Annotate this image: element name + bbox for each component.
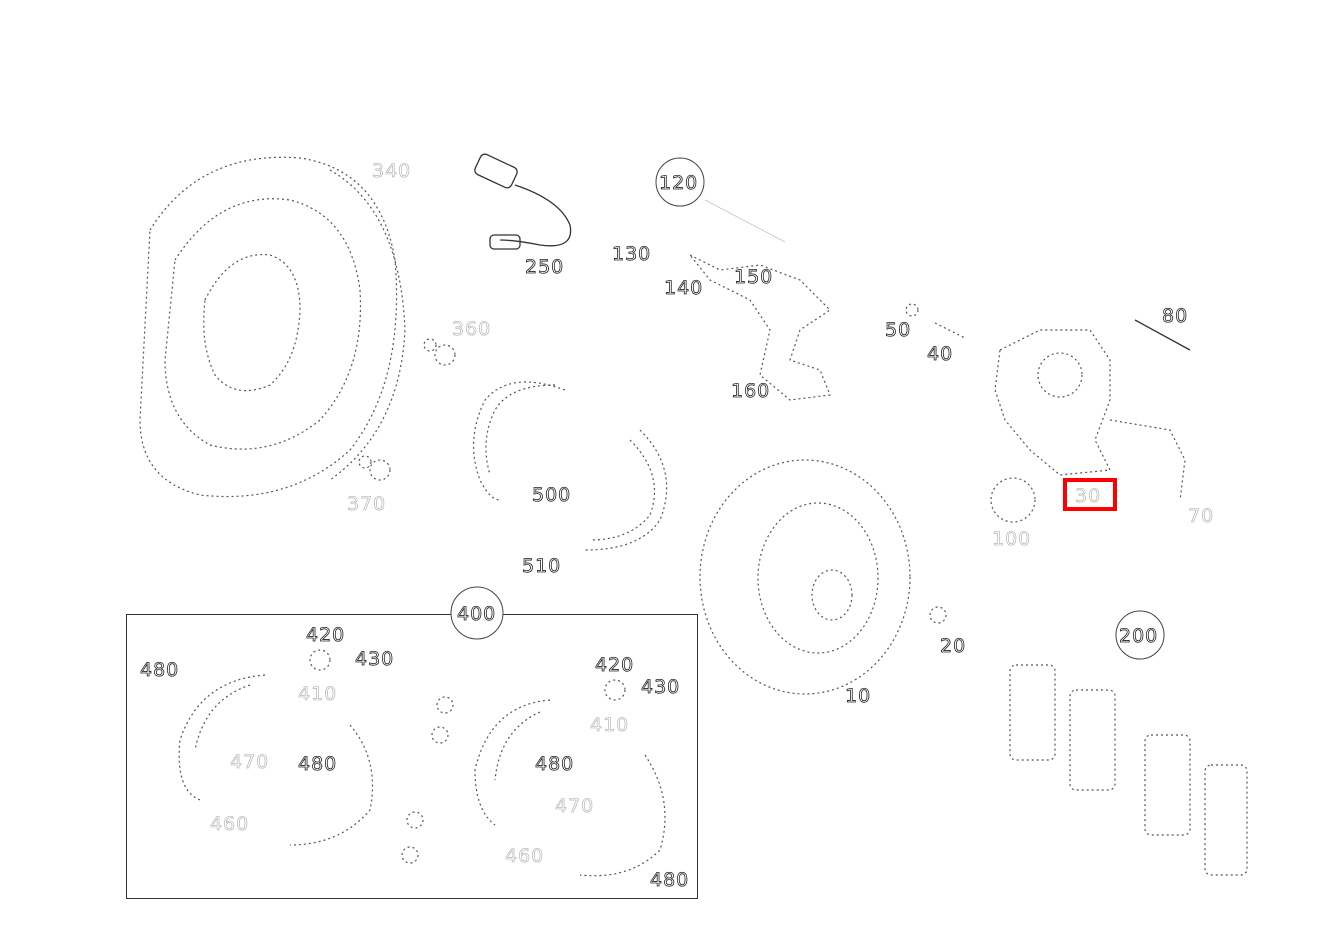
callout-10[interactable]: 10 [845,685,871,708]
callout-460[interactable]: 460 [210,813,249,836]
callout-460[interactable]: 460 [505,845,544,868]
callout-420[interactable]: 420 [306,624,345,647]
callout-400[interactable]: 400 [457,603,496,626]
callout-480[interactable]: 480 [140,659,179,682]
group-circle-200[interactable] [1115,610,1165,660]
callout-20[interactable]: 20 [940,635,966,658]
callout-100[interactable]: 100 [992,528,1031,551]
callout-480[interactable]: 480 [298,753,337,776]
callout-430[interactable]: 430 [641,676,680,699]
callout-500[interactable]: 500 [532,484,571,507]
callout-50[interactable]: 50 [885,319,911,342]
callout-160[interactable]: 160 [731,380,770,403]
callout-470[interactable]: 470 [230,751,269,774]
callout-120[interactable]: 120 [659,172,698,195]
callout-150[interactable]: 150 [734,266,773,289]
backing-plate-drawing[interactable] [139,156,406,498]
callout-250[interactable]: 250 [525,256,564,279]
selected-callout-highlight [1063,478,1117,511]
kit-400-shoes-drawing[interactable] [178,649,666,877]
callout-370[interactable]: 370 [347,493,386,516]
callout-470[interactable]: 470 [555,795,594,818]
parking-brake-shoes-drawing[interactable] [473,381,668,551]
kit-400-box [126,614,698,899]
callout-480[interactable]: 480 [650,869,689,892]
callout-410[interactable]: 410 [298,683,337,706]
wear-sensor-drawing[interactable] [473,153,572,250]
callout-420[interactable]: 420 [595,654,634,677]
brake-pads-drawing[interactable] [1009,664,1248,876]
callout-340[interactable]: 340 [372,160,411,183]
callout-510[interactable]: 510 [522,555,561,578]
callout-70[interactable]: 70 [1188,505,1214,528]
caliper-bracket-drawing[interactable] [689,199,831,401]
callout-140[interactable]: 140 [664,277,703,300]
callout-430[interactable]: 430 [355,648,394,671]
brake-disc-drawing[interactable] [699,459,947,695]
group-circle-400[interactable] [450,586,504,640]
callout-40[interactable]: 40 [927,343,953,366]
callout-80[interactable]: 80 [1162,305,1188,328]
brake-caliper-drawing[interactable] [990,329,1186,523]
callout-360[interactable]: 360 [452,318,491,341]
callout-410[interactable]: 410 [590,714,629,737]
callout-130[interactable]: 130 [612,243,651,266]
small-parts-drawing [358,303,1191,481]
group-circle-120[interactable] [655,157,705,207]
callout-30[interactable]: 30 [1075,485,1101,508]
callout-200[interactable]: 200 [1119,625,1158,648]
callout-480[interactable]: 480 [535,753,574,776]
